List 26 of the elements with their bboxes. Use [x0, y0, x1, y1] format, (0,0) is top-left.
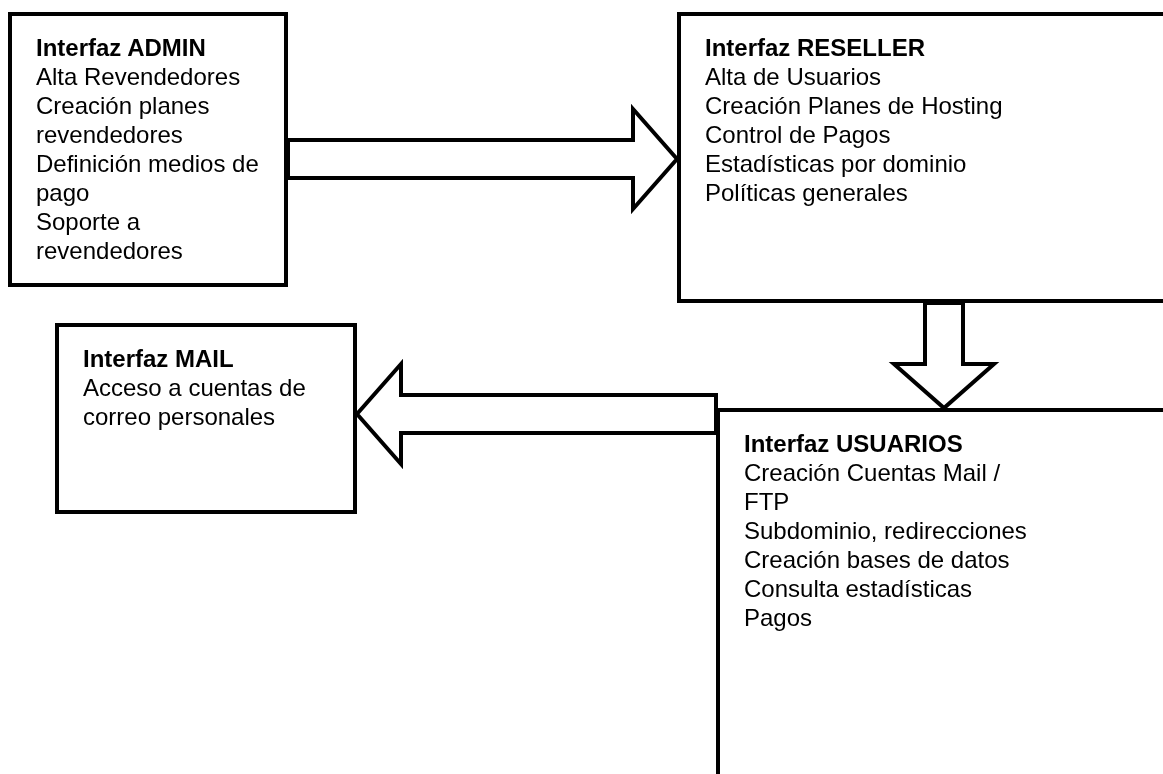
- block-arrow: [888, 301, 1000, 411]
- feature-item: Definición medios de pago: [36, 149, 260, 207]
- box-heading: Interfaz ADMIN: [36, 33, 206, 62]
- feature-item: Creación planes revendedores: [36, 91, 211, 149]
- box-heading: Interfaz RESELLER: [705, 33, 926, 62]
- interface-box: [8, 12, 288, 287]
- interface-box: [677, 12, 1163, 303]
- feature-item: Soporte a revendedores: [36, 207, 184, 265]
- block-arrow: [354, 358, 718, 470]
- interface-box: [716, 408, 1163, 774]
- feature-item: Alta Revendedores: [36, 62, 241, 91]
- feature-item: Subdominio, redirecciones: [744, 516, 1027, 545]
- feature-item: Políticas generales: [705, 178, 908, 207]
- feature-item: Pagos: [744, 603, 813, 632]
- feature-item: Creación Cuentas Mail / FTP: [744, 458, 1002, 516]
- box-heading: Interfaz USUARIOS: [744, 429, 963, 458]
- feature-item: Control de Pagos: [705, 120, 891, 149]
- feature-item: Estadísticas por dominio: [705, 149, 967, 178]
- box-heading: Interfaz MAIL: [83, 344, 234, 373]
- feature-item: Creación bases de datos: [744, 545, 1010, 574]
- feature-item: Creación Planes de Hosting: [705, 91, 1003, 120]
- feature-item: Consulta estadísticas: [744, 574, 973, 603]
- block-arrow: [286, 103, 680, 215]
- feature-item: Alta de Usuarios: [705, 62, 882, 91]
- feature-item: Acceso a cuentas de correo personales: [83, 373, 307, 431]
- interface-box: [55, 323, 357, 514]
